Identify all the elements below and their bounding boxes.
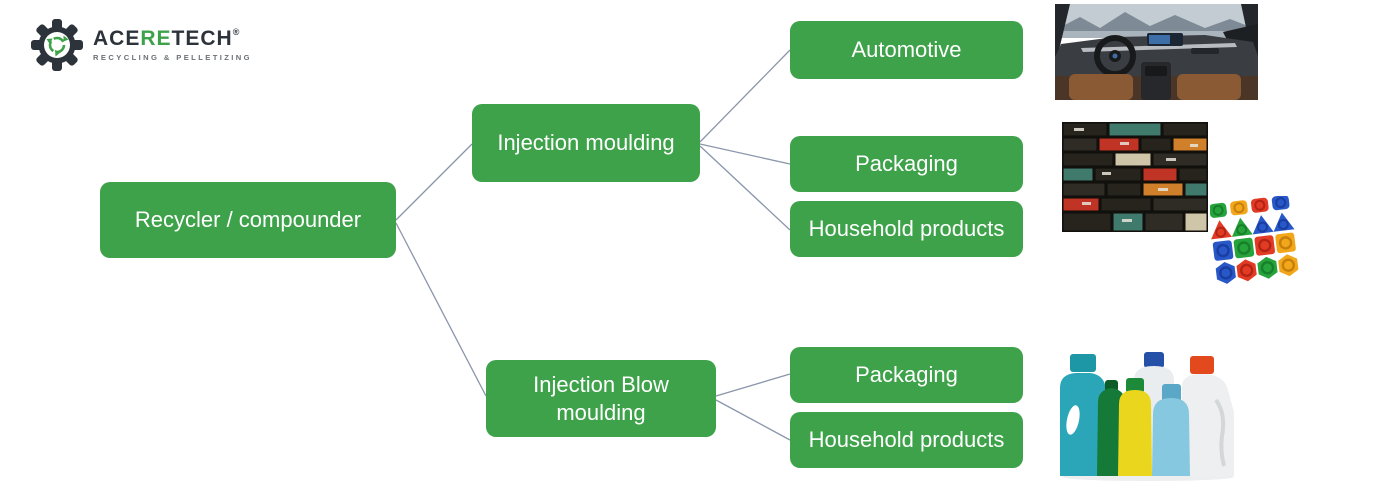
node-label: Injection Blow moulding: [533, 372, 669, 425]
brand-part-re: RE: [140, 27, 172, 50]
detergent-bottles-photo: [1060, 352, 1234, 481]
node-label: Injection moulding: [497, 130, 675, 156]
node-injection-blow-moulding: Injection Blow moulding: [486, 360, 716, 437]
node-packaging-top: Packaging: [790, 136, 1023, 192]
brand-logo: ACERETECH® RECYCLING & PELLETIZING: [30, 18, 252, 72]
node-recycler-compounder: Recycler / compounder: [100, 182, 396, 258]
brand-text-block: ACERETECH® RECYCLING & PELLETIZING: [93, 27, 252, 63]
brand-part-tech: TECH: [171, 27, 233, 50]
registered-mark: ®: [232, 27, 240, 37]
node-automotive: Automotive: [790, 21, 1023, 79]
brand-name: ACERETECH®: [93, 27, 252, 50]
node-label: Household products: [808, 427, 1005, 453]
node-label: Packaging: [855, 362, 958, 388]
node-packaging-bottom: Packaging: [790, 347, 1023, 403]
node-household-products-top: Household products: [790, 201, 1023, 257]
node-label: Automotive: [851, 37, 962, 63]
toy-blocks-photo: [1210, 196, 1299, 284]
brand-tagline: RECYCLING & PELLETIZING: [93, 53, 252, 62]
brand-part-ace: ACE: [93, 27, 141, 50]
node-label: Packaging: [855, 151, 958, 177]
stacked-crates-photo: [1062, 122, 1208, 232]
node-injection-moulding: Injection moulding: [472, 104, 700, 182]
recycle-gear-icon: [31, 19, 83, 71]
node-label: Recycler / compounder: [134, 207, 362, 233]
node-label: Household products: [808, 216, 1005, 242]
node-household-products-bottom: Household products: [790, 412, 1023, 468]
automotive-interior-photo: [1055, 4, 1258, 100]
